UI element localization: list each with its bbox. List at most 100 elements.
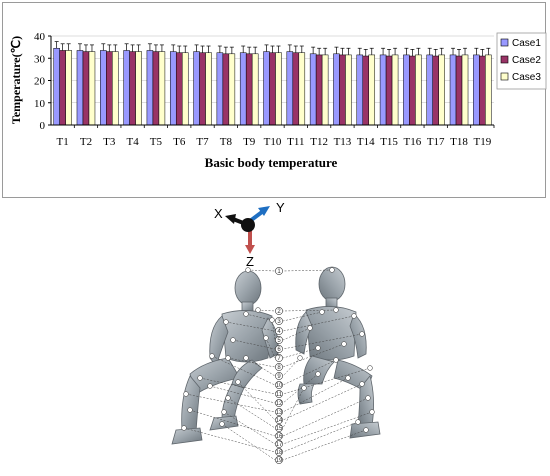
bar-case1 (123, 50, 130, 126)
bar-case3 (205, 52, 212, 126)
leader-line (282, 383, 363, 421)
bar-case1 (333, 53, 340, 126)
y-tick-label: 40 (34, 31, 46, 43)
y-tick-label: 0 (40, 120, 46, 132)
bar-case2 (106, 51, 113, 126)
y-axis-arrowhead (258, 206, 270, 216)
marker-number-circle (275, 372, 283, 380)
sensor-dot (187, 407, 193, 413)
x-tick-label: T6 (173, 136, 186, 148)
error-bars (54, 41, 491, 57)
bar-case3 (461, 54, 469, 126)
manikin-right (295, 266, 381, 439)
marker-number-circle (275, 456, 283, 464)
sensor-dot (329, 267, 335, 273)
bar-case3 (415, 54, 422, 126)
sensor-dot (363, 427, 369, 433)
bar-case2 (409, 55, 416, 126)
z-axis-arrowhead (245, 245, 255, 254)
bar-case2 (152, 51, 160, 126)
bar-case3 (181, 52, 189, 126)
sensor-dot (351, 313, 357, 319)
leader-line (282, 377, 349, 413)
x-tick-label: T7 (196, 136, 209, 148)
x-tick-label: T4 (126, 136, 139, 148)
sensor-dot (333, 357, 339, 363)
leader-line (221, 423, 276, 461)
bar-case1 (146, 50, 154, 126)
leader-line (282, 367, 371, 395)
bar-case2 (175, 52, 183, 126)
leader-line (282, 373, 319, 404)
bar-case3 (345, 54, 352, 126)
manikin-diagram: X Y Z (171, 200, 381, 464)
bar-case1 (263, 51, 270, 126)
marker-number: 13 (276, 410, 283, 416)
x-tick-label: T5 (150, 136, 163, 148)
marker-number: 17 (276, 442, 283, 448)
bar-case3 (275, 52, 282, 126)
bar-case3 (158, 51, 166, 126)
x-tick-label: T13 (334, 136, 352, 148)
bar-case3 (298, 52, 306, 126)
marker-number-circle (275, 363, 283, 371)
sensor-dot (315, 345, 321, 351)
bar-case2 (82, 51, 90, 126)
bar-case2 (385, 55, 393, 126)
leader-line (282, 315, 355, 332)
sensor-dot (235, 379, 241, 385)
leader-line (189, 409, 276, 437)
bar-case3 (485, 54, 492, 126)
leader-line (209, 385, 276, 404)
sensor-dot (223, 319, 229, 325)
sensor-dot (245, 267, 251, 273)
bar-case3 (438, 54, 445, 126)
bar-case2 (59, 50, 66, 126)
bar-case2 (479, 55, 486, 126)
leader-line (282, 429, 367, 461)
leader-line (282, 327, 311, 341)
leader-line (282, 269, 333, 272)
sensor-dot (263, 335, 269, 341)
x-axis-arrowhead (225, 214, 236, 224)
marker-number: 14 (276, 418, 283, 424)
bar-case1 (193, 51, 200, 126)
marker-number: 10 (276, 383, 283, 389)
marker-number: 3 (277, 319, 281, 325)
leader-line (183, 427, 276, 453)
marker-number-circle (275, 381, 283, 389)
axis-z-letter: Z (246, 254, 254, 269)
sensor-dot (269, 317, 275, 323)
marker-number-circle (275, 408, 283, 416)
marker-number-circle (275, 448, 283, 456)
bar-case1 (309, 53, 317, 126)
marker-number: 11 (276, 392, 283, 398)
leader-line (282, 397, 369, 437)
leader-line (265, 337, 276, 359)
marker-number-circle (275, 317, 283, 325)
legend-swatch (500, 55, 509, 64)
bar-case2 (315, 54, 323, 126)
sensor-dot (359, 381, 365, 387)
marker-number-circle (275, 424, 283, 432)
bar-case2 (269, 52, 276, 126)
sensor-dot (225, 395, 231, 401)
bar-case2 (199, 52, 206, 126)
leader-line (282, 333, 363, 350)
x-tick-label: T14 (357, 136, 375, 148)
legend-label: Case3 (512, 72, 541, 83)
marker-number-circle (275, 354, 283, 362)
bar-case3 (88, 51, 96, 126)
sensor-dot (345, 375, 351, 381)
bar-case1 (379, 54, 387, 126)
bar-case3 (251, 53, 259, 126)
marker-number-circle (275, 432, 283, 440)
bar-case3 (112, 51, 119, 126)
bar-case1 (473, 54, 480, 126)
leader-line (282, 411, 373, 445)
leader-line (232, 339, 276, 350)
bar-case1 (449, 54, 457, 126)
